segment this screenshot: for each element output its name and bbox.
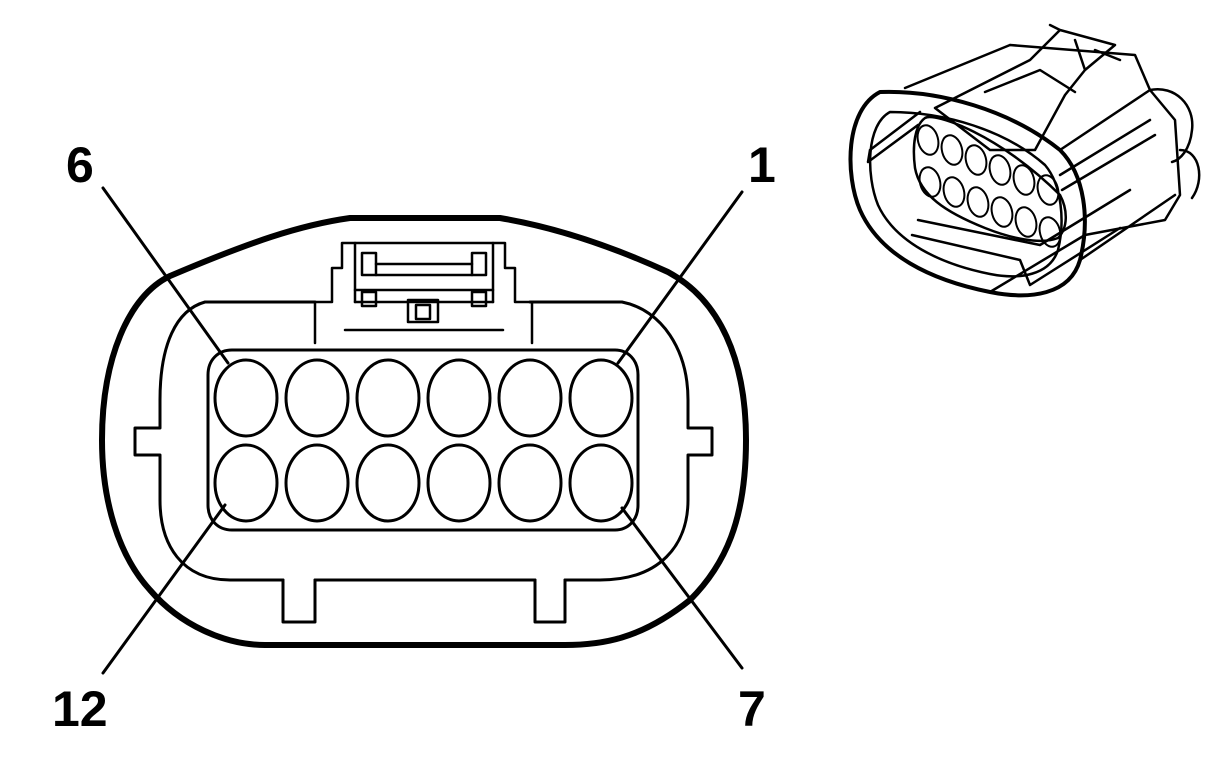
iso-front-frame bbox=[848, 89, 1087, 298]
leader-line-pin-12 bbox=[101, 503, 227, 675]
cavity-pin-7 bbox=[568, 443, 634, 523]
iso-cavity bbox=[1036, 174, 1060, 206]
leader-line-pin-7 bbox=[620, 506, 744, 670]
cavity-pin-6 bbox=[213, 358, 279, 438]
pin-label-6: 6 bbox=[66, 137, 94, 193]
cavity-grid bbox=[213, 358, 634, 523]
connector-isometric-view bbox=[848, 23, 1201, 298]
iso-cavity bbox=[916, 124, 940, 156]
iso-cavity-block bbox=[912, 115, 1067, 242]
iso-cavity bbox=[1012, 164, 1036, 196]
iso-cavity bbox=[966, 186, 990, 218]
iso-back-rounded bbox=[1148, 87, 1201, 200]
iso-cavity bbox=[940, 134, 964, 166]
iso-rails bbox=[866, 110, 1157, 287]
cavity-pin-4 bbox=[355, 358, 421, 438]
pin-label-12: 12 bbox=[52, 681, 108, 737]
cavity-pin-12 bbox=[213, 443, 279, 523]
pin-label-1: 1 bbox=[748, 137, 776, 193]
connector-face-view bbox=[99, 186, 749, 675]
iso-cavity bbox=[1038, 216, 1062, 248]
cavity-block bbox=[206, 348, 640, 532]
iso-latch bbox=[933, 23, 1122, 152]
cavity-pin-10 bbox=[355, 443, 421, 523]
cavity-pin-5 bbox=[284, 358, 350, 438]
pin-label-7: 7 bbox=[738, 681, 766, 737]
cavity-pin-9 bbox=[426, 443, 492, 523]
iso-cavity bbox=[990, 196, 1014, 228]
housing-outline bbox=[99, 215, 749, 648]
iso-cavity bbox=[988, 154, 1012, 186]
cavity-pin-1 bbox=[568, 358, 634, 438]
iso-cavity-grid bbox=[916, 124, 1062, 248]
key-tab-right bbox=[533, 578, 567, 624]
leader-line-pin-1 bbox=[616, 190, 744, 365]
cavity-pin-11 bbox=[284, 443, 350, 523]
latch bbox=[313, 241, 534, 345]
iso-cavity bbox=[918, 166, 942, 198]
cavity-pin-2 bbox=[497, 358, 563, 438]
key-tab-left bbox=[281, 578, 317, 624]
iso-cavity bbox=[1014, 206, 1038, 238]
iso-cavity bbox=[964, 144, 988, 176]
iso-cavity bbox=[942, 176, 966, 208]
cavity-pin-8 bbox=[497, 443, 563, 523]
housing-inner-rim bbox=[133, 300, 714, 582]
leader-line-pin-6 bbox=[101, 186, 230, 365]
iso-front-inner bbox=[868, 110, 1063, 278]
cavity-pin-3 bbox=[426, 358, 492, 438]
iso-body bbox=[903, 43, 1182, 294]
